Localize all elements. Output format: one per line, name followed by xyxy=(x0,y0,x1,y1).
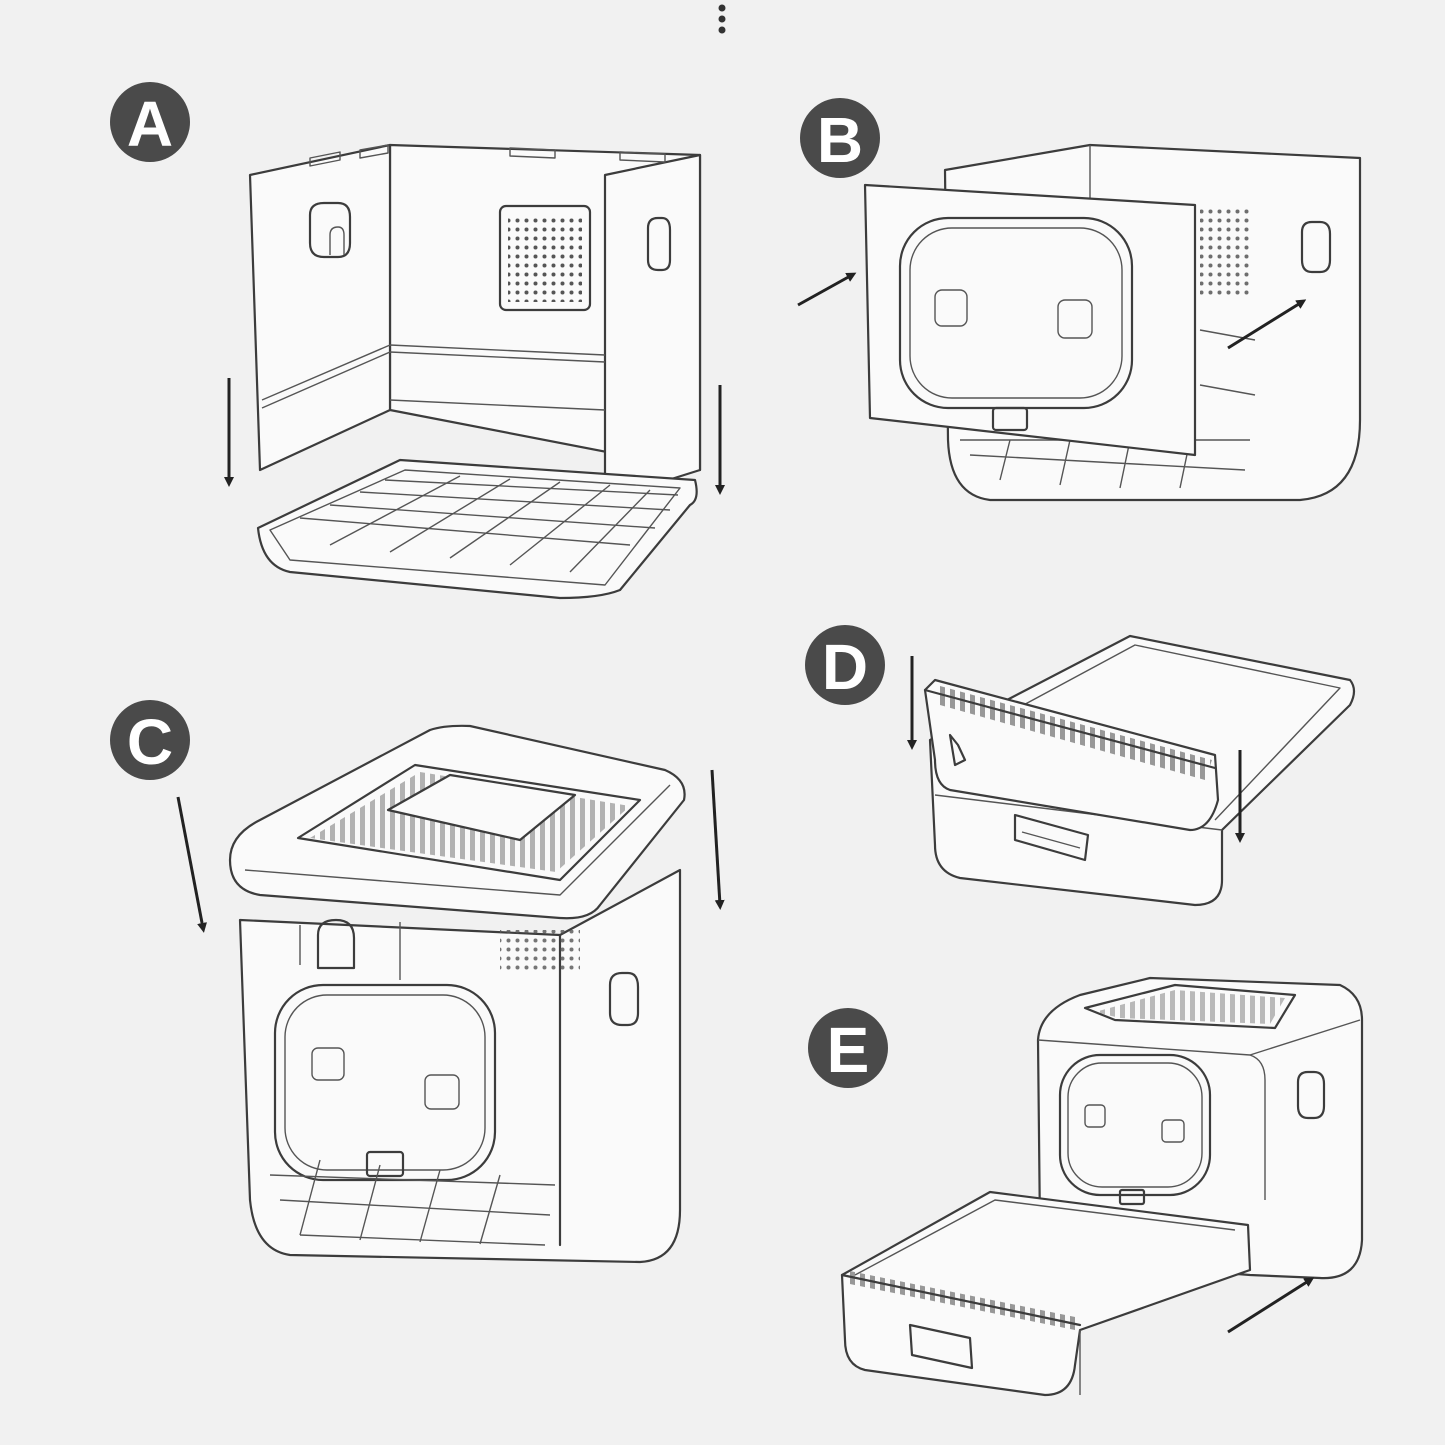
vertical-dots-icon[interactable] xyxy=(718,4,726,34)
step-c-label: C xyxy=(127,706,173,778)
step-b-illustration xyxy=(797,143,1362,502)
step-c-illustration xyxy=(176,724,725,1264)
step-a-illustration xyxy=(224,143,725,600)
step-d-illustration xyxy=(907,634,1356,907)
step-badge-b: B xyxy=(800,98,880,178)
step-a-label: A xyxy=(127,88,173,160)
step-d-label: D xyxy=(822,631,868,703)
step-b-label: B xyxy=(817,104,863,176)
step-badge-c: C xyxy=(110,700,190,780)
step-e-illustration xyxy=(840,976,1364,1397)
step-badge-e: E xyxy=(808,1008,888,1088)
step-badge-d: D xyxy=(805,625,885,705)
step-badge-a: A xyxy=(110,82,190,162)
step-e-label: E xyxy=(827,1014,870,1086)
